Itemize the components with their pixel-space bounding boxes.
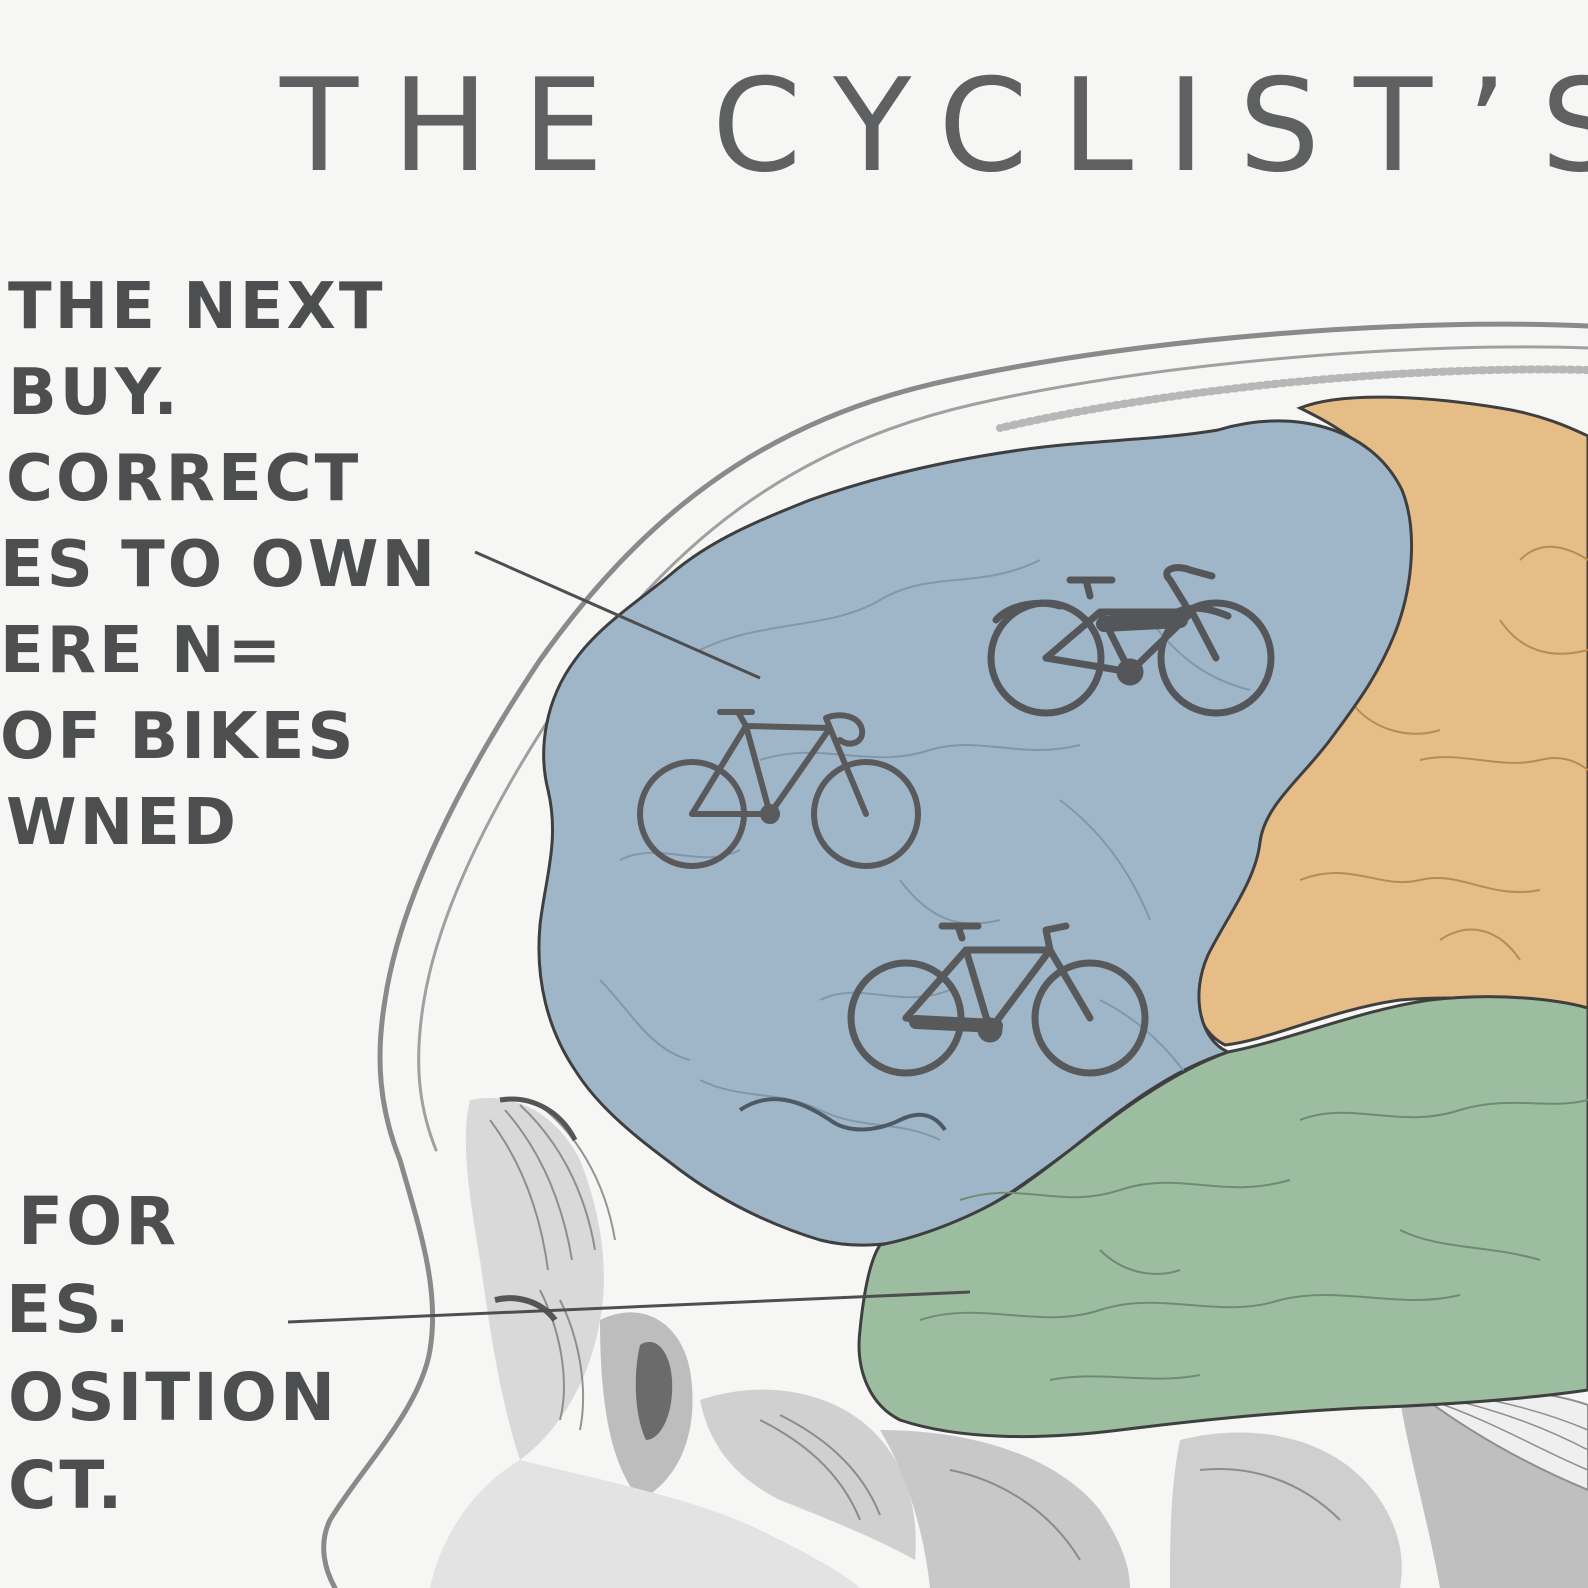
motor-bike-icon [987,564,1275,717]
upper-caption: THE NEXT BUY. CORRECT ES TO OWN ERE N= O… [0,264,438,866]
road-bike-icon [637,709,921,869]
lower-caption-line: CT. [8,1447,126,1524]
lower-caption: FOR ES. OSITION CT. [0,1178,338,1530]
parietal-lobe-folds [1299,545,1588,961]
upper-caption-line: THE NEXT [8,270,386,344]
upper-caption-line: CORRECT [6,442,362,516]
upper-caption-line: ES TO OWN [0,528,438,602]
city-bike-icon [847,922,1149,1077]
temporal-lobe [857,995,1588,1439]
upper-leader-line [474,550,761,680]
temporal-lobe-folds [919,1099,1588,1381]
frontal-lobe-shadow [738,1097,947,1132]
poster-title: THE CYCLIST’S [280,52,1588,201]
upper-caption-line: BUY. [8,356,181,430]
skull-outline [321,321,1588,1588]
lower-caption-line: FOR [18,1183,180,1260]
upper-caption-line: WNED [6,786,239,860]
skull-face-shading [430,1096,1588,1588]
lower-caption-line: OSITION [8,1359,339,1436]
lower-caption-line: ES. [6,1271,133,1348]
frontal-lobe [537,419,1414,1247]
upper-caption-line: ERE N= [0,614,285,688]
upper-caption-line: OF BIKES [0,700,357,774]
lower-leader-line [287,1290,971,1324]
